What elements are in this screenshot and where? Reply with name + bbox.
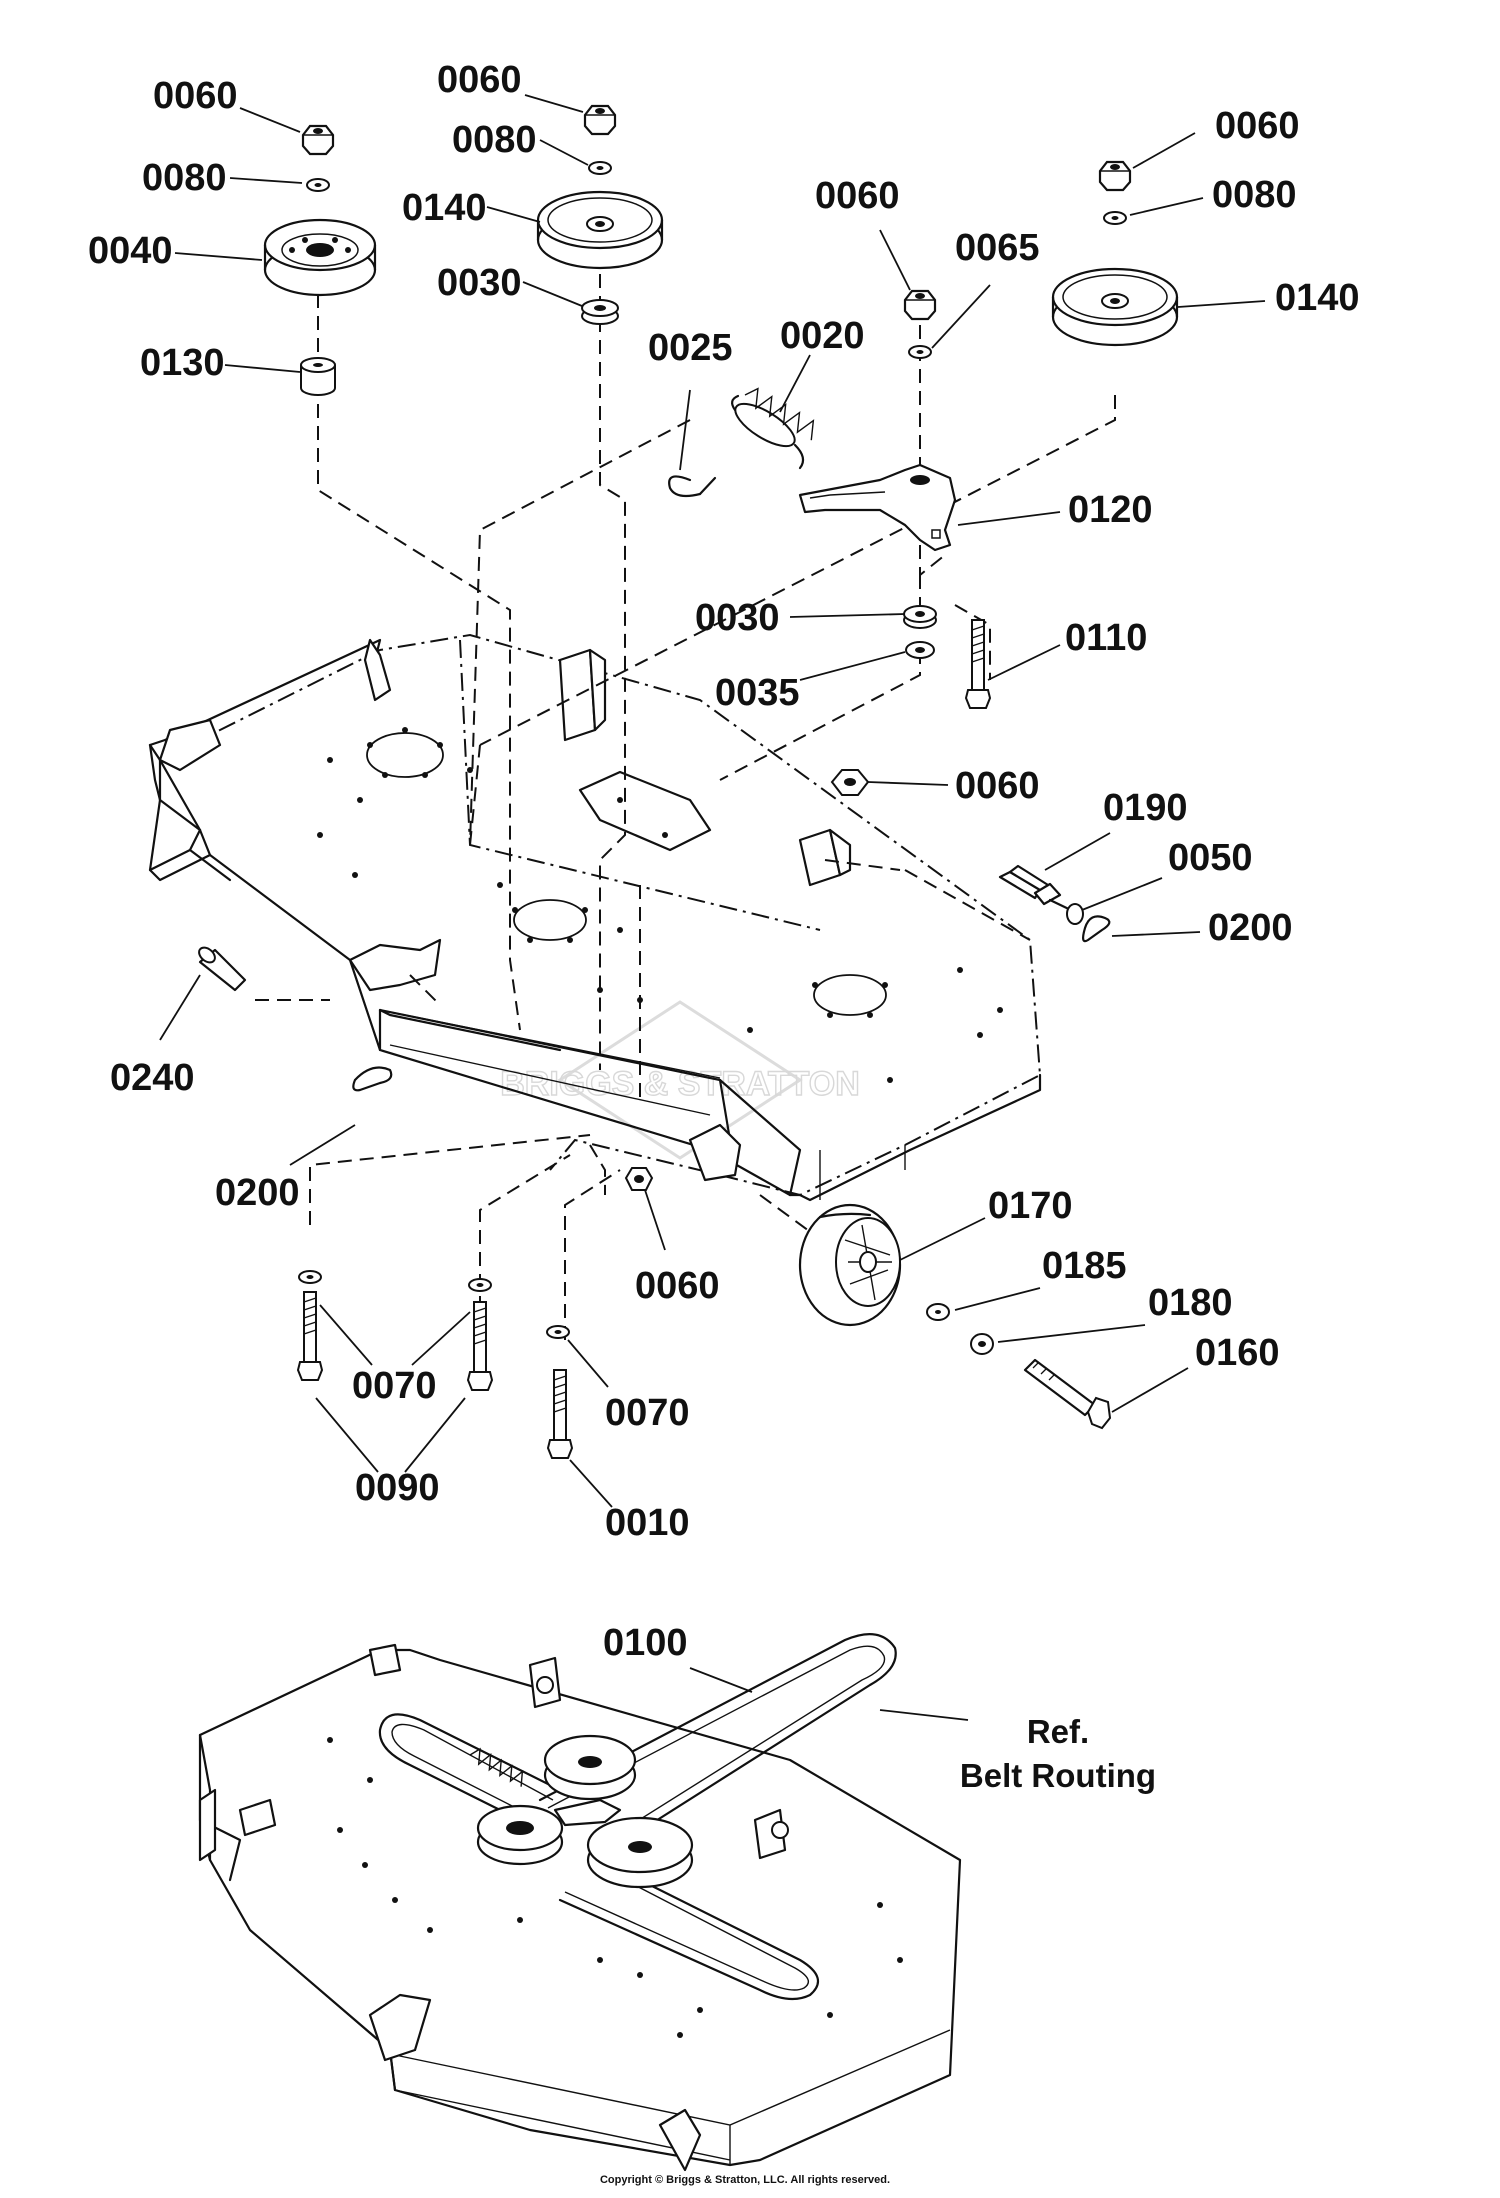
nut-0060-b	[583, 104, 617, 136]
nut-0060-f	[624, 1167, 654, 1191]
label-0130: 0130	[140, 342, 225, 384]
deck-holes	[317, 757, 1003, 1083]
washer-0035	[905, 641, 935, 659]
nut-0060-a	[301, 124, 335, 156]
label-0200-b: 0200	[215, 1172, 300, 1214]
label-0100: 0100	[603, 1622, 688, 1664]
hook-0025	[668, 475, 717, 498]
leader-lines	[159, 94, 1266, 1721]
wheel-0170	[798, 1203, 902, 1327]
spindle-hole-right	[812, 974, 888, 1018]
label-0060-a: 0060	[153, 75, 238, 117]
bolt-0110	[965, 619, 991, 709]
copyright-notice: Copyright © Briggs & Stratton, LLC. All …	[600, 2174, 890, 2186]
part-labels: 0060 0080 0040 0130 0060 0080 0140 0030 …	[88, 59, 1360, 1664]
label-0090: 0090	[355, 1467, 440, 1509]
label-0060-f: 0060	[635, 1265, 720, 1307]
label-0065: 0065	[955, 227, 1040, 269]
label-0040: 0040	[88, 230, 173, 272]
bolt-0160	[1023, 1358, 1112, 1430]
pulley-0140-b	[1051, 267, 1179, 347]
label-0080-a: 0080	[142, 157, 227, 199]
spring-0020	[731, 387, 815, 470]
idler-arm-0120	[798, 463, 957, 552]
clip-0200-a	[1081, 915, 1111, 943]
washer-0030-b	[903, 605, 937, 629]
washer-0180	[970, 1333, 994, 1355]
washer-0185	[926, 1303, 950, 1321]
label-0140-a: 0140	[402, 187, 487, 229]
label-0070-b: 0070	[605, 1392, 690, 1434]
label-0200-a: 0200	[1208, 907, 1293, 949]
label-0010: 0010	[605, 1502, 690, 1544]
washer-0080-b	[588, 161, 612, 175]
label-0070-a: 0070	[352, 1365, 437, 1407]
label-0080-b: 0080	[452, 119, 537, 161]
label-0080-c: 0080	[1212, 174, 1297, 216]
label-0035: 0035	[715, 672, 800, 714]
label-0110: 0110	[1065, 617, 1147, 659]
label-0120: 0120	[1068, 489, 1153, 531]
mower-deck-exploded	[148, 633, 1042, 1202]
nut-0060-d	[1098, 160, 1132, 192]
ref-line-2: Belt Routing	[960, 1757, 1156, 1794]
washer-0065	[908, 345, 932, 359]
label-0170: 0170	[988, 1185, 1073, 1227]
label-0060-c: 0060	[815, 175, 900, 217]
washer-0050	[1066, 903, 1084, 925]
label-0140-b: 0140	[1275, 277, 1360, 319]
washer-0080-c	[1103, 211, 1127, 225]
label-0020: 0020	[780, 315, 865, 357]
label-0060-d: 0060	[1215, 105, 1300, 147]
pin-0240	[198, 946, 247, 992]
bolt-0090-b	[467, 1301, 493, 1391]
pulley-0140-a	[536, 190, 664, 270]
label-0025: 0025	[648, 327, 733, 369]
bolt-0090-a	[297, 1291, 323, 1381]
washer-0030-a	[581, 299, 619, 325]
nut-0060-e	[830, 769, 870, 796]
watermark: BRIGGS & STRATTON	[500, 1000, 860, 1160]
ref-line-1: Ref.	[1027, 1713, 1089, 1750]
label-0050: 0050	[1168, 837, 1253, 879]
washer-0070-b	[468, 1278, 492, 1292]
clip-0200-b	[352, 1066, 393, 1092]
label-0160: 0160	[1195, 1332, 1280, 1374]
washer-0070-c	[546, 1325, 570, 1339]
label-0185: 0185	[1042, 1245, 1127, 1287]
label-0180: 0180	[1148, 1282, 1233, 1324]
washer-0080-a	[306, 178, 330, 192]
label-0060-b: 0060	[437, 59, 522, 101]
reference-note: Ref. Belt Routing	[960, 1713, 1156, 1794]
spindle-hole-center	[512, 899, 588, 943]
washer-0070-a	[298, 1270, 322, 1284]
label-0240: 0240	[110, 1057, 195, 1099]
pin-0190	[998, 864, 1077, 914]
bolt-0010	[547, 1369, 573, 1459]
label-0060-e: 0060	[955, 765, 1040, 807]
label-0030-b: 0030	[695, 597, 780, 639]
pulley-0040	[263, 218, 377, 297]
label-0030-a: 0030	[437, 262, 522, 304]
spacer-0130	[300, 357, 336, 396]
nut-0060-c	[903, 289, 937, 321]
spindle-hole-left	[366, 727, 444, 778]
label-0190: 0190	[1103, 787, 1188, 829]
belt-routing-view	[198, 1632, 962, 2172]
